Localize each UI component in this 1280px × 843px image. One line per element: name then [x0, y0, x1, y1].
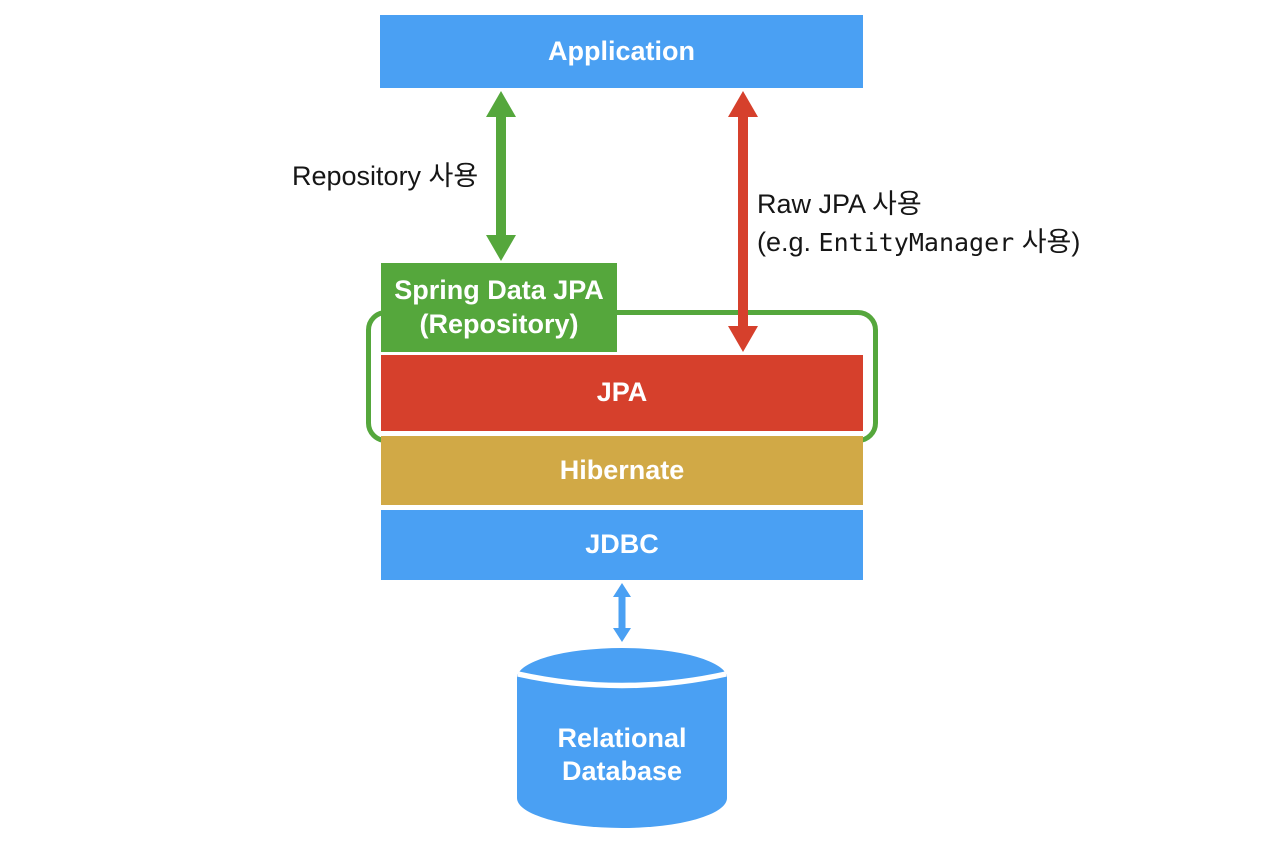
hibernate-box: Hibernate — [381, 436, 863, 505]
database-cylinder-lid-line — [517, 671, 727, 689]
jdbc-label: JDBC — [585, 529, 659, 560]
database-label-line2: Database — [561, 756, 683, 786]
hibernate-label: Hibernate — [559, 454, 685, 485]
entitymanager-code-text: EntityManager — [818, 228, 1015, 257]
spring-data-jpa-label-line2: (Repository) — [419, 308, 579, 339]
spring-data-jpa-box: Spring Data JPA (Repository) — [381, 263, 617, 352]
jdbc-box: JDBC — [381, 510, 863, 580]
raw-jpa-usage-label: Raw JPA 사용 (e.g. EntityManager 사용) — [757, 185, 1080, 262]
database-label: Relational Database — [517, 722, 727, 788]
jdbc-db-arrow — [613, 583, 631, 642]
raw-jpa-usage-line1: Raw JPA 사용 — [757, 189, 922, 219]
spring-data-jpa-label-line1: Spring Data JPA — [394, 274, 604, 305]
application-label: Application — [548, 35, 695, 66]
repository-arrow — [486, 91, 516, 261]
application-box: Application — [380, 15, 863, 88]
repository-usage-label: Repository 사용 — [292, 157, 478, 195]
raw-jpa-usage-line2: (e.g. EntityManager 사용) — [757, 227, 1081, 257]
database-label-line1: Relational — [557, 723, 687, 753]
repository-usage-text: Repository 사용 — [292, 161, 479, 191]
jpa-box: JPA — [381, 355, 863, 431]
jpa-label: JPA — [596, 377, 648, 408]
